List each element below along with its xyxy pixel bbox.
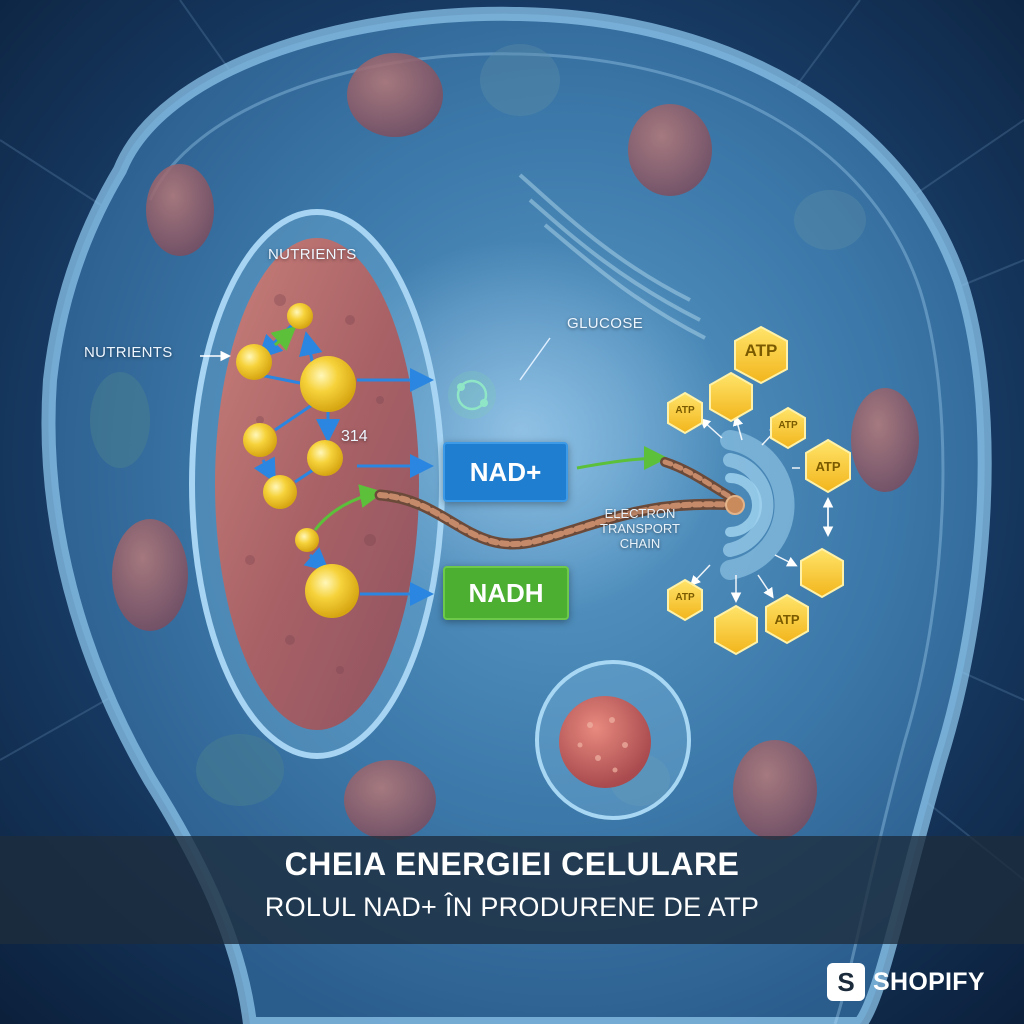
nutrient-molecules (236, 303, 359, 618)
nutrients-label-top: NUTRIENTS (268, 246, 357, 263)
nutrients-label-left: NUTRIENTS (84, 344, 173, 361)
flow-arrows (200, 337, 668, 606)
banner-title: CHEIA ENERGIEI CELULARE (284, 846, 740, 882)
atp-label: ATP (774, 612, 800, 627)
shopify-bag-icon: S (827, 963, 865, 1001)
organelle-blobs (90, 44, 919, 840)
atp-arrows (689, 415, 834, 603)
mitochondrion (189, 209, 445, 759)
title-banner (0, 836, 1024, 944)
count-label: 314 (341, 428, 368, 445)
etc-complex-icon (720, 430, 795, 580)
electron-transport-tube (374, 457, 741, 550)
glucose-label: GLUCOSE (567, 315, 644, 332)
atp-label: ATP (675, 405, 695, 416)
atp-hexagons (667, 325, 851, 656)
shopify-brand: S SHOPIFY (827, 962, 985, 1002)
atp-label: ATP (815, 459, 841, 474)
atp-label: ATP (744, 341, 778, 360)
atp-label: ATP (778, 420, 798, 431)
electron-transport-chain-label: ELECTRON TRANSPORT CHAIN (600, 506, 680, 551)
vesicle (535, 660, 691, 820)
atp-label: ATP (675, 592, 695, 603)
brand-name: SHOPIFY (873, 967, 985, 996)
nad-plus-badge: NAD+ (443, 442, 568, 502)
banner-subtitle: ROLUL NAD+ ÎN PRODURENE DE ATP (264, 892, 760, 922)
glucose-molecule (448, 371, 496, 419)
nadh-badge: NADH (443, 566, 569, 620)
